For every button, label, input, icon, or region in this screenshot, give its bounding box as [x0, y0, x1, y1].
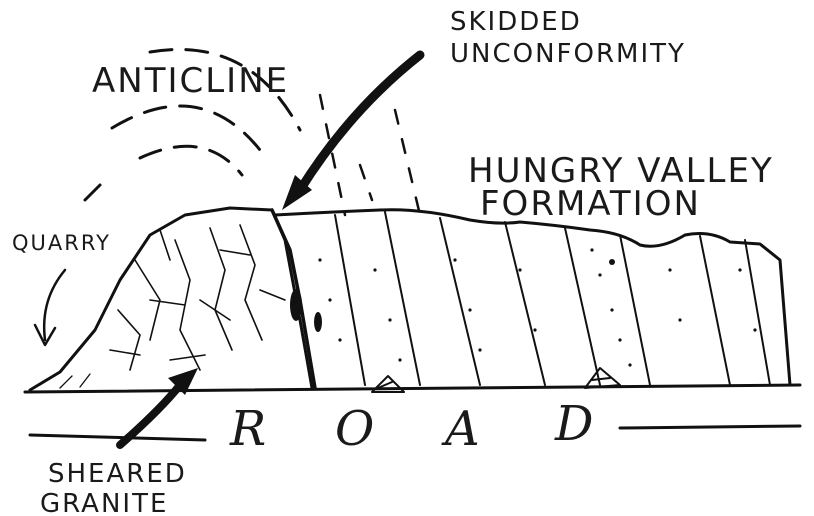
- formation-rays: [320, 95, 420, 215]
- label-sheared: SHEARED: [48, 459, 187, 489]
- road-edge-top: [25, 385, 800, 392]
- label-formation: FORMATION: [480, 184, 701, 224]
- label-anticline: ANTICLINE: [92, 61, 289, 101]
- anticline-arc-inner: [140, 146, 242, 175]
- fault-pod-small: [314, 312, 322, 332]
- fault-zone: [272, 210, 322, 388]
- fault-pod: [290, 289, 302, 321]
- sandstone-dots: [318, 248, 756, 366]
- hungry-valley-formation: [275, 210, 790, 385]
- sheared-granite-arrow: [120, 368, 198, 445]
- anticline-arc-left: [85, 185, 100, 200]
- skidded-unconformity-arrow: [282, 55, 420, 210]
- road-edge-bottom-left: [30, 435, 205, 440]
- road-letter-r: R: [229, 401, 266, 457]
- road-letter-a: A: [441, 401, 480, 457]
- anticline-arc-middle: [112, 106, 260, 150]
- label-unconformity: UNCONFORMITY: [450, 39, 686, 69]
- road-lines: [25, 385, 800, 440]
- road-letter-d: D: [554, 396, 593, 452]
- road-letter-o: O: [335, 401, 374, 457]
- label-quarry: QUARRY: [12, 231, 111, 255]
- label-granite: GRANITE: [40, 489, 168, 516]
- quarry-arrow: [35, 270, 65, 345]
- road-edge-bottom-right: [620, 426, 800, 428]
- label-skidded: SKIDDED: [450, 7, 582, 37]
